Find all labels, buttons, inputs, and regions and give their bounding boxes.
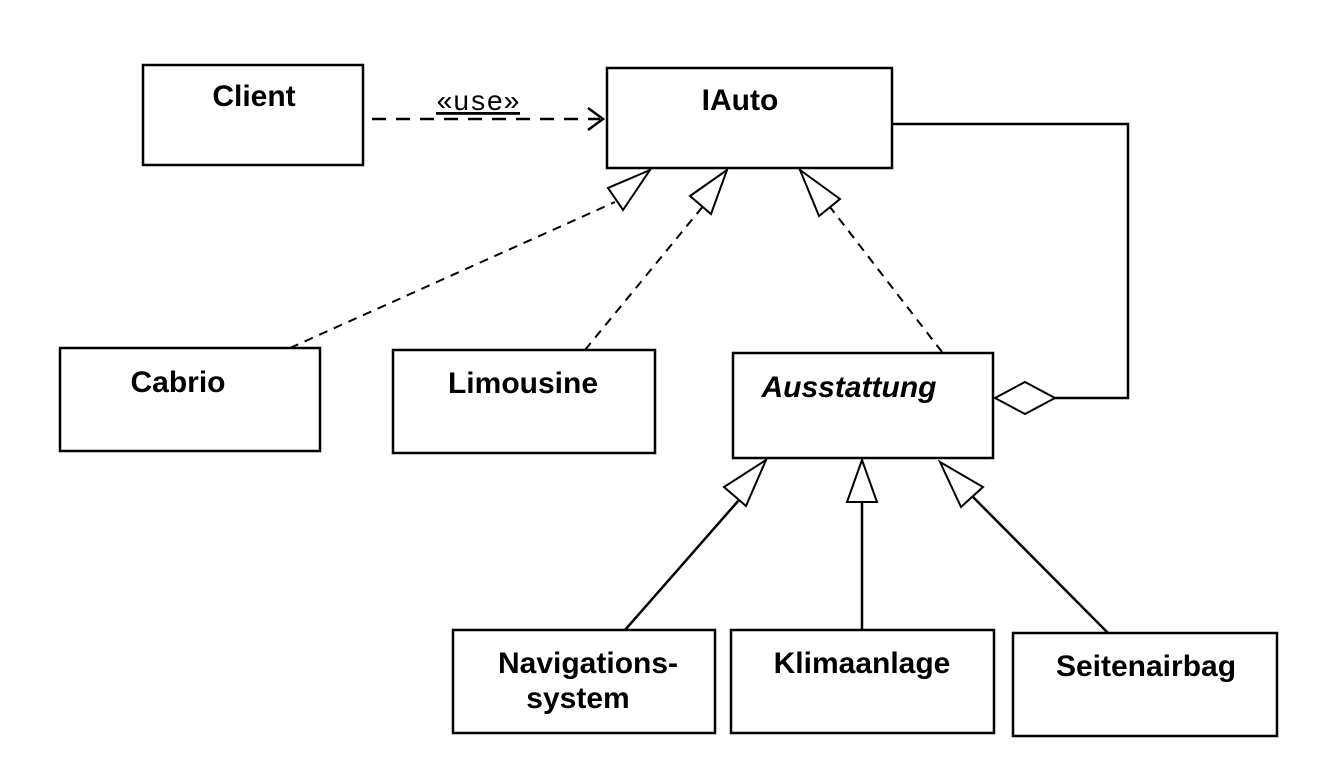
aggregation-diamond (992, 380, 1058, 416)
generalization-klimaanlage-triangle (845, 457, 879, 503)
aggregation-line (892, 122, 1130, 400)
class-client-box (141, 63, 365, 167)
realization-ausstattung-line (829, 206, 943, 353)
class-cabrio[interactable]: Cabrio (58, 346, 322, 453)
class-cabrio-box (58, 346, 322, 453)
realization-cabrio-triangle (606, 167, 653, 212)
use-stereotype-label: «use» (436, 88, 520, 119)
class-seitenairbag-label: Seitenairbag (1056, 650, 1236, 683)
class-limousine[interactable]: Limousine (391, 348, 657, 455)
realization-limousine-line (584, 204, 705, 351)
realization-limousine (584, 167, 730, 351)
class-iauto-box (605, 66, 894, 170)
realization-cabrio (289, 167, 653, 349)
generalization-seitenairbag-line (971, 495, 1109, 634)
class-ausstattung[interactable]: Ausstattung (731, 351, 995, 460)
aggregation-iauto (892, 122, 1130, 416)
generalization-navigationssystem (624, 457, 769, 631)
realization-cabrio-line (289, 201, 616, 349)
generalization-navigationssystem-triangle (722, 457, 769, 508)
class-limousine-box (391, 348, 657, 455)
realization-ausstattung (797, 167, 943, 353)
generalization-seitenairbag (937, 459, 1109, 634)
class-seitenairbag-box (1011, 631, 1279, 738)
class-navigationssystem[interactable]: Navigations- system (451, 628, 717, 735)
class-client[interactable]: Client (141, 63, 365, 167)
class-klimaanlage-label: Klimaanlage (774, 647, 951, 680)
generalization-klimaanlage (845, 457, 879, 630)
class-klimaanlage-box (729, 628, 996, 735)
generalization-navigationssystem-line (624, 499, 740, 631)
class-ausstattung-box (731, 351, 995, 460)
use-dependency: «use» (372, 88, 606, 132)
class-navigationssystem-box (451, 628, 717, 735)
class-navigationssystem-label-line1: Navigations- (498, 647, 678, 680)
class-seitenairbag[interactable]: Seitenairbag (1011, 631, 1279, 738)
class-ausstattung-label: Ausstattung (761, 371, 937, 404)
class-limousine-label: Limousine (448, 367, 598, 400)
class-iauto[interactable]: IAuto (605, 66, 894, 170)
generalization-seitenairbag-triangle (937, 459, 985, 509)
class-cabrio-label: Cabrio (130, 366, 225, 399)
realization-ausstattung-triangle (797, 167, 842, 218)
class-iauto-label: IAuto (702, 84, 779, 117)
realization-limousine-triangle (688, 167, 730, 216)
use-dependency-arrowhead (587, 106, 606, 132)
class-navigationssystem-label-line2: system (526, 682, 629, 715)
class-klimaanlage[interactable]: Klimaanlage (729, 628, 996, 735)
class-client-label: Client (212, 80, 295, 113)
